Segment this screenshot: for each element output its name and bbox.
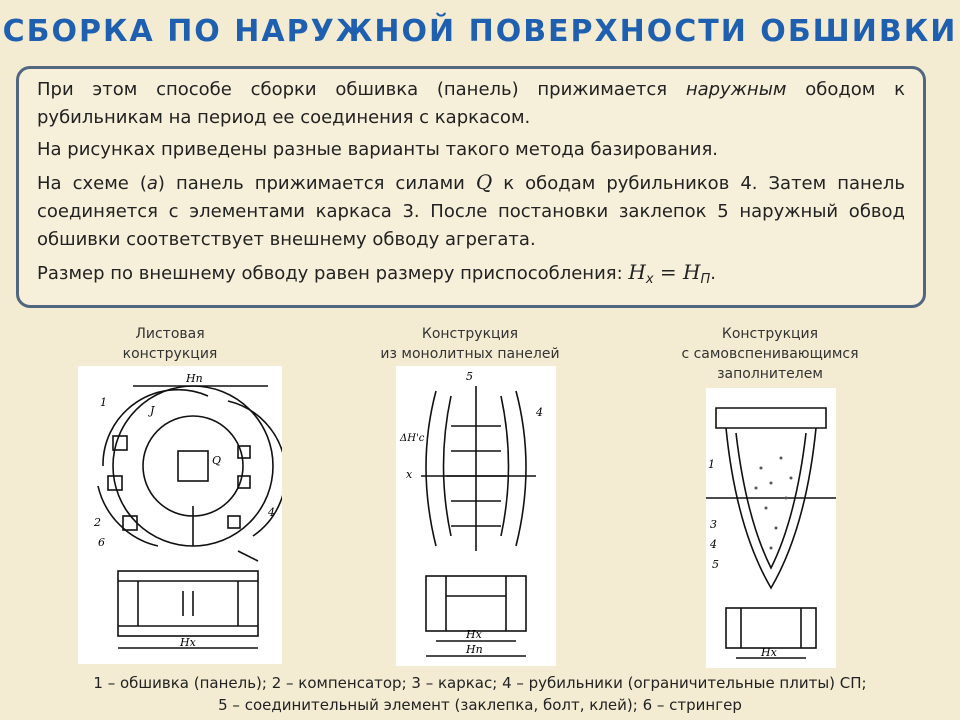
svg-text:5: 5: [712, 558, 719, 571]
sheet-construction-drawing: Hп J Q 1 2 4 6 Hx: [93, 372, 287, 649]
paragraph-3: На схеме (а) панель прижимается силами Q…: [37, 170, 905, 250]
svg-text:5: 5: [466, 370, 473, 383]
description-box: При этом способе сборки обшивка (панель)…: [16, 66, 926, 308]
svg-text:4: 4: [709, 538, 717, 551]
monolithic-construction-drawing: ΔH'c 5 4 x Hx Hп: [399, 370, 543, 657]
figure-monolithic-construction: ΔH'c 5 4 x Hx Hп: [396, 366, 556, 666]
legend-line-2: 5 – соединительный элемент (заклепка, бо…: [218, 696, 742, 714]
svg-text:J: J: [148, 404, 155, 417]
paragraph-2: На рисунках приведены разные варианты та…: [37, 139, 719, 160]
page-title: СБОРКА ПО НАРУЖНОЙ ПОВЕРХНОСТИ ОБШИВКИ: [2, 14, 958, 49]
svg-text:4: 4: [535, 406, 543, 419]
svg-text:x: x: [406, 468, 413, 481]
foam-construction-drawing: 1 3 4 5 Hx: [706, 407, 836, 659]
hp-label: Hп: [185, 372, 203, 385]
figure-foam-construction: 1 3 4 5 Hx: [706, 388, 836, 668]
hx-label: Hx: [179, 636, 197, 649]
svg-text:Hп: Hп: [465, 643, 483, 656]
svg-text:Hx: Hx: [465, 628, 483, 641]
svg-text:4: 4: [267, 506, 275, 519]
legend: 1 – обшивка (панель); 2 – компенсатор; 3…: [0, 672, 960, 716]
legend-line-1: 1 – обшивка (панель); 2 – компенсатор; 3…: [93, 674, 867, 692]
delta-h-label: ΔH'c: [399, 433, 425, 444]
svg-text:1: 1: [708, 458, 715, 471]
svg-text:Q: Q: [212, 454, 221, 467]
svg-text:1: 1: [100, 396, 107, 409]
svg-text:3: 3: [710, 518, 717, 531]
svg-text:Hx: Hx: [760, 646, 778, 659]
svg-text:2: 2: [93, 516, 101, 529]
paragraph-4: Размер по внешнему обводу равен размеру …: [37, 260, 716, 287]
svg-text:6: 6: [98, 536, 105, 549]
figure-sheet-construction: Hп J Q 1 2 4 6 Hx: [78, 366, 287, 664]
paragraph-1: При этом способе сборки обшивка (панель)…: [37, 79, 905, 128]
